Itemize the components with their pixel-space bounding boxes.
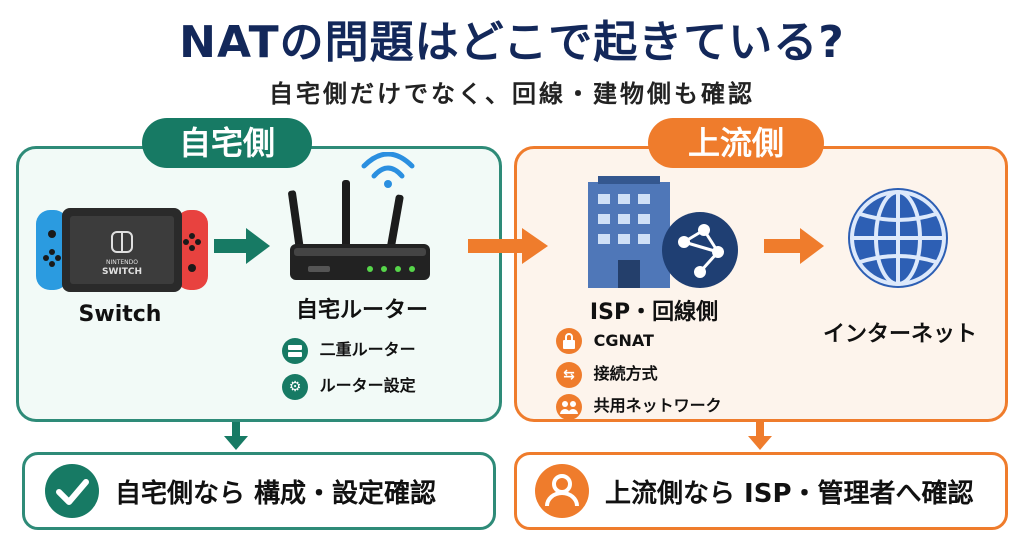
double-router-label: 二重ルーター: [319, 340, 416, 359]
check-icon: [45, 464, 99, 518]
arrow-right-icon: [468, 228, 548, 264]
upstream-result-text: 上流側なら ISP・管理者へ確認: [605, 478, 974, 509]
connection-method-item: ⇆ 接続方式: [556, 360, 658, 388]
user-icon: [535, 464, 589, 518]
page-subtitle: 自宅側だけでなく、回線・建物側も確認: [269, 80, 755, 108]
upstream-result-box: 上流側なら ISP・管理者へ確認: [514, 452, 1008, 530]
arrow-right-icon: [764, 228, 824, 264]
cgnat-label: CGNAT: [593, 330, 654, 350]
lock-icon: [556, 328, 582, 354]
game-console-icon: NINTENDO SWITCH: [36, 208, 208, 292]
users-icon: [556, 393, 582, 420]
globe-icon: [848, 188, 948, 288]
arrow-down-icon: [748, 422, 772, 450]
shared-network-label: 共用ネットワーク: [593, 396, 722, 415]
upstream-side-heading: 上流側: [648, 118, 824, 168]
page-title: NATの問題はどこで起きている?: [179, 17, 845, 68]
internet-label: インターネット: [822, 322, 977, 347]
connection-method-label: 接続方式: [593, 364, 658, 383]
building-network-icon: [588, 176, 738, 288]
arrow-right-icon: [214, 228, 270, 264]
switch-brand: SWITCH: [102, 267, 142, 277]
switch-label: Switch: [78, 302, 162, 327]
gear-icon: ⚙: [282, 373, 308, 400]
wifi-router-icon: [288, 152, 430, 280]
server-icon: [282, 337, 308, 364]
router-label: 自宅ルーター: [295, 298, 428, 323]
router-settings-item: ⚙ ルーター設定: [282, 372, 416, 400]
swap-arrows-icon: ⇆: [556, 361, 582, 388]
double-router-item: 二重ルーター: [282, 336, 416, 364]
arrow-down-icon: [224, 422, 248, 450]
switch-brand-top: NINTENDO: [106, 259, 138, 266]
isp-label: ISP・回線側: [589, 300, 719, 325]
cgnat-item: CGNAT: [556, 328, 654, 354]
shared-network-item: 共用ネットワーク: [556, 392, 722, 420]
home-side-heading: 自宅側: [142, 118, 312, 168]
home-result-box: 自宅側なら 構成・設定確認: [22, 452, 496, 530]
router-settings-label: ルーター設定: [319, 376, 416, 395]
home-result-text: 自宅側なら 構成・設定確認: [115, 478, 437, 509]
